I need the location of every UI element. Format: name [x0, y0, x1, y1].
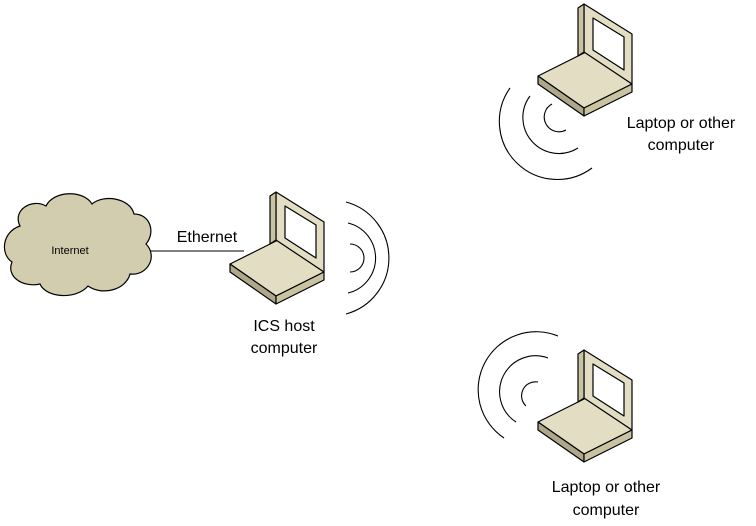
internet-cloud: Internet [3, 193, 152, 297]
client-2-laptop-icon [537, 349, 633, 463]
client-2-wireless-icon [477, 331, 559, 439]
client-2-label-line2: computer [573, 502, 640, 519]
host-label-line2: computer [251, 340, 318, 357]
client-laptop-2: Laptop or other computer [477, 331, 661, 519]
cloud-label: Internet [51, 245, 88, 257]
ethernet-link: Ethernet [150, 229, 244, 252]
host-label-line1: ICS host [253, 318, 315, 335]
client-laptop-1: Laptop or other computer [498, 3, 736, 181]
cloud-shape-icon [3, 193, 152, 297]
ethernet-label: Ethernet [177, 229, 238, 246]
client-2-label-line1: Laptop or other [552, 479, 661, 496]
client-1-label-line1: Laptop or other [627, 115, 736, 132]
client-1-label-line2: computer [648, 137, 715, 154]
client-1-wireless-icon [498, 87, 593, 181]
host-wireless-icon [345, 201, 390, 315]
host-laptop-icon [229, 191, 325, 305]
ics-host-computer: ICS host computer [229, 191, 390, 357]
client-1-laptop-icon [537, 3, 633, 117]
